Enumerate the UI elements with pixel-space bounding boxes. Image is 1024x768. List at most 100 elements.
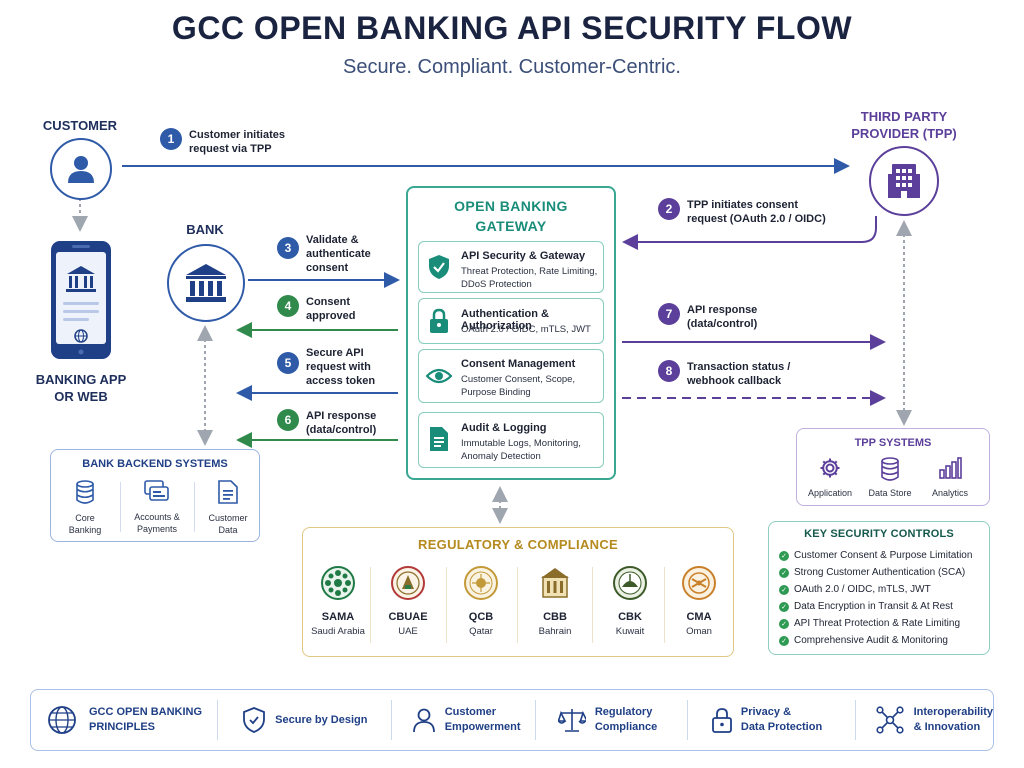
control-item: ✓Strong Customer Authentication (SCA) <box>779 564 989 581</box>
divider <box>534 700 536 740</box>
step-text: Consent approved <box>306 296 356 322</box>
bar-chart-icon <box>939 457 962 479</box>
document-icon <box>218 480 238 504</box>
divider <box>664 567 665 643</box>
banking-app-phone <box>50 240 112 360</box>
cbuae-seal <box>391 566 425 600</box>
customer-label: CUSTOMER <box>42 118 118 133</box>
control-item: ✓Data Encryption in Transit & At Rest <box>779 598 989 615</box>
divider <box>120 482 121 532</box>
step-text: Secure API request with access token <box>306 347 376 387</box>
step-7: 7 API response (data/control) <box>658 303 757 331</box>
gear-icon <box>820 458 840 478</box>
customer-avatar <box>50 138 112 200</box>
step-2: 2 TPP initiates consent request (OAuth 2… <box>658 198 826 226</box>
banking-app-label: BANKING APP OR WEB <box>35 372 127 404</box>
divider <box>390 700 392 740</box>
lock-icon <box>430 308 448 333</box>
tpp-systems-title: TPP SYSTEMS <box>854 437 932 449</box>
arrow-step-2 <box>622 216 877 250</box>
regulatory-panel: REGULATORY & COMPLIANCE <box>302 527 734 657</box>
shield-check-icon <box>429 255 449 279</box>
step-8: 8 Transaction status / webhook callback <box>658 360 790 388</box>
page-subtitle: Secure. Compliant. Customer-Centric. <box>343 56 681 78</box>
control-item: ✓Comprehensive Audit & Monitoring <box>779 632 989 649</box>
step-text: TPP initiates consent request (OAuth 2.0… <box>687 199 826 225</box>
control-item: ✓Customer Consent & Purpose Limitation <box>779 547 989 564</box>
document-icon <box>430 427 448 451</box>
step-text: Validate & authenticate consent <box>306 234 371 274</box>
tpp-item-application: Application <box>800 457 860 499</box>
backend-item-core-banking: Core Banking <box>54 480 116 536</box>
step-1: 1 Customer initiates request via TPP <box>160 128 285 156</box>
regulator-cbuae: CBUAE UAE <box>380 565 436 637</box>
gateway-card-authentication: Authentication & Authorization OAuth 2.0… <box>418 298 604 344</box>
step-4: 4 Consent approved <box>277 295 356 323</box>
regulator-cbb: CBB Bahrain <box>527 565 583 637</box>
regulator-cbk: CBK Kuwait <box>602 565 658 637</box>
check-icon: ✓ <box>779 601 789 612</box>
regulator-cma: CMA Oman <box>671 565 727 637</box>
divider <box>446 567 447 643</box>
divider <box>592 567 593 643</box>
check-icon: ✓ <box>779 635 789 646</box>
backend-item-customer-data: Customer Data <box>198 480 258 536</box>
bank-backend-title: BANK BACKEND SYSTEMS <box>82 458 228 470</box>
globe-shield-icon <box>48 706 76 734</box>
step-number: 3 <box>277 237 299 259</box>
gateway-card-api-security: API Security & Gateway Threat Protection… <box>418 241 604 293</box>
step-number: 8 <box>658 360 680 382</box>
principles-heading: GCC OPEN BANKING PRINCIPLES <box>47 705 213 735</box>
step-number: 7 <box>658 303 680 325</box>
phone-icon <box>51 241 111 359</box>
step-number: 4 <box>277 295 299 317</box>
principle-interoperability: Interoperability & Innovation <box>856 705 993 735</box>
security-controls-panel: KEY SECURITY CONTROLS ✓Customer Consent … <box>768 521 990 655</box>
scales-icon <box>557 709 586 732</box>
building-icon <box>888 164 920 198</box>
page-title: GCC OPEN BANKING API SECURITY FLOW <box>171 10 853 46</box>
step-6: 6 API response (data/control) <box>277 409 376 437</box>
tpp-label: THIRD PARTY PROVIDER (TPP) <box>851 109 957 141</box>
regulator-sama: SAMA Saudi Arabia <box>310 565 366 637</box>
divider <box>517 567 518 643</box>
principle-customer-empowerment: Customer Empowerment <box>392 705 535 735</box>
tpp-item-analytics: Analytics <box>920 457 980 499</box>
step-number: 2 <box>658 198 680 220</box>
step-text: API response (data/control) <box>687 304 758 330</box>
step-text: API response (data/control) <box>306 410 377 436</box>
gateway-card-audit: Audit & Logging Immutable Logs, Monitori… <box>418 412 604 468</box>
step-text: Transaction status / webhook callback <box>687 361 791 387</box>
user-icon <box>412 708 435 733</box>
divider <box>686 700 688 740</box>
security-controls-title: KEY SECURITY CONTROLS <box>804 528 954 540</box>
divider <box>370 567 371 643</box>
bank-building-icon <box>186 264 226 302</box>
bank-label: BANK <box>186 222 224 237</box>
principles-bar: GCC OPEN BANKING PRINCIPLES Secure by De… <box>30 689 994 751</box>
tpp-avatar <box>869 146 939 216</box>
regulatory-title: REGULATORY & COMPLIANCE <box>418 537 618 552</box>
shield-icon <box>243 707 266 733</box>
check-icon: ✓ <box>779 567 789 578</box>
principle-regulatory-compliance: Regulatory Compliance <box>536 705 687 735</box>
check-icon: ✓ <box>779 618 789 629</box>
security-controls-list: ✓Customer Consent & Purpose Limitation ✓… <box>779 547 989 649</box>
qcb-seal <box>464 566 498 600</box>
cma-seal <box>682 566 716 600</box>
user-icon <box>68 156 94 183</box>
step-number: 6 <box>277 409 299 431</box>
control-item: ✓OAuth 2.0 / OIDC, mTLS, JWT <box>779 581 989 598</box>
principle-privacy: Privacy & Data Protection <box>688 705 855 735</box>
bank-avatar <box>167 244 245 322</box>
cbb-seal <box>541 568 569 598</box>
tpp-item-data-store: Data Store <box>860 457 920 499</box>
cards-icon <box>144 480 169 501</box>
backend-item-accounts: Accounts & Payments <box>124 480 190 535</box>
gateway-card-consent: Consent Management Customer Consent, Sco… <box>418 349 604 403</box>
check-icon: ✓ <box>779 550 789 561</box>
regulator-qcb: QCB Qatar <box>453 565 509 637</box>
database-icon <box>881 457 899 481</box>
divider <box>217 700 219 740</box>
